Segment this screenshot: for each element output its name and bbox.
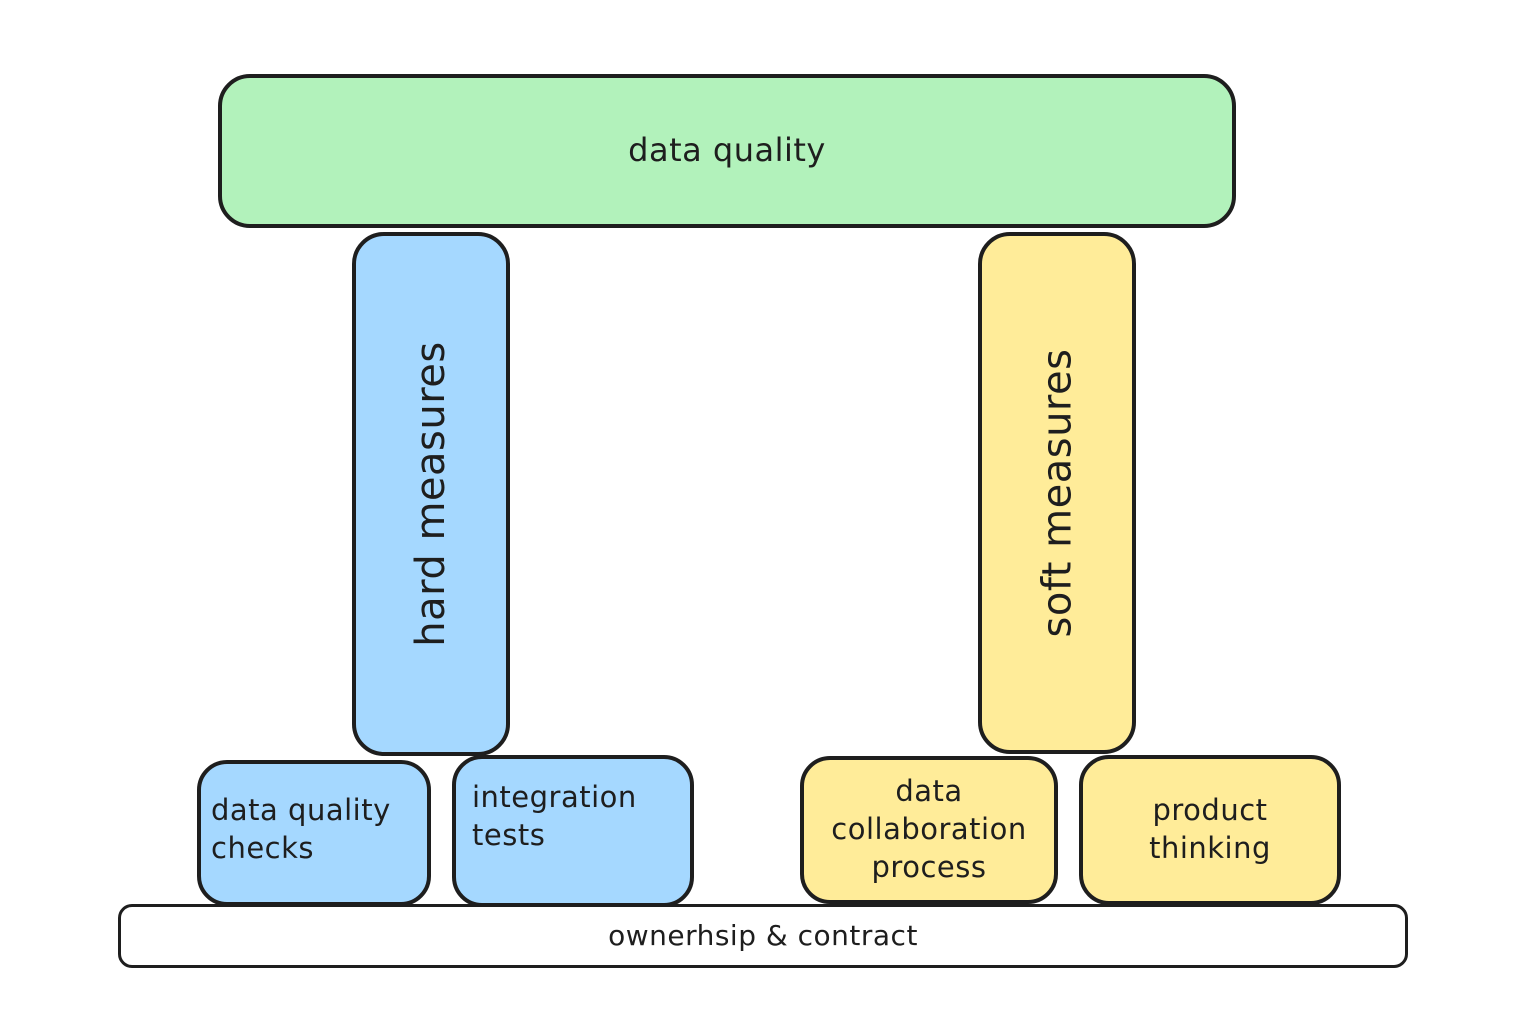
data-quality-checks-label: data quality checks [211, 793, 391, 865]
hard-measures-label: hard measures [408, 341, 455, 647]
data-quality-checks-block: data quality checks [197, 760, 431, 906]
product-thinking-block: product thinking [1079, 755, 1341, 905]
soft-measures-label: soft measures [1034, 348, 1081, 638]
product-thinking-label: product thinking [1149, 793, 1271, 865]
hard-measures-pillar: hard measures [352, 232, 510, 756]
soft-measures-pillar: soft measures [978, 232, 1136, 754]
data-collaboration-process-block: data collaboration process [800, 756, 1058, 904]
integration-tests-label: integration tests [472, 780, 637, 852]
ownership-contract-label: ownerhsip & contract [608, 918, 918, 952]
integration-tests-block: integration tests [452, 755, 694, 907]
data-collaboration-process-label: data collaboration process [831, 774, 1027, 884]
data-quality-roof: data quality [218, 74, 1236, 228]
ownership-contract-foundation: ownerhsip & contract [118, 904, 1408, 968]
data-quality-roof-label: data quality [628, 131, 826, 170]
